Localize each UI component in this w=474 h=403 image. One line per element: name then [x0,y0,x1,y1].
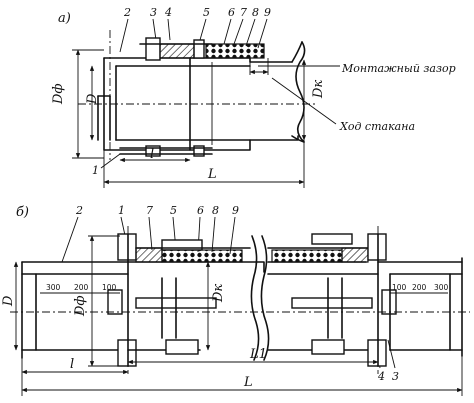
scale-left-0: 300 [46,283,61,292]
scale-left-2: 100 [102,283,117,292]
dim-b-Df: Dф [73,295,88,317]
note-assembly-gap: Монтажный зазор [341,62,456,75]
view-a: а) 2 3 4 5 6 7 8 9 1 [51,6,456,188]
dim-b-L1: L1 [249,347,267,362]
callout-2: 2 [123,6,131,19]
callout-5: 5 [203,6,210,19]
callout-9: 9 [264,6,271,19]
callout-4: 4 [164,6,172,19]
scale-right-0: 100 [392,283,407,292]
scale-right-2: 300 [434,283,449,292]
dim-a-Df: Dф [51,83,66,105]
callout-b-4: 4 [377,370,385,383]
view-a-dimensions: Dф D Dк l L [51,49,340,188]
view-a-label: а) [58,11,71,26]
dim-a-D: D [85,93,100,105]
view-b-dimensions: D Dф Dк l L1 L [1,235,463,396]
dim-b-Dk: Dк [211,284,226,303]
callout-b-6: 6 [197,204,204,217]
callout-b-8: 8 [212,204,219,217]
dim-b-L: L [243,375,253,390]
dim-b-D: D [1,295,16,307]
callout-b-2: 2 [75,204,83,217]
callout-b-7: 7 [146,204,153,217]
scale-left-1: 200 [74,283,89,292]
left-scale: 300 200 100 [40,283,120,294]
dim-b-l: l [70,357,74,372]
callout-b-9: 9 [232,204,239,217]
dim-a-L: L [207,167,217,182]
note-sleeve-travel: Ход стакана [339,120,415,133]
callout-b-1: 1 [118,204,125,217]
view-b: б) 2 1 7 5 6 8 9 4 3 [1,204,470,396]
dim-a-l: l [150,147,154,162]
callout-6: 6 [228,6,235,19]
callout-b-5: 5 [170,204,177,217]
callout-8: 8 [252,6,259,19]
scale-right-1: 200 [412,283,427,292]
callout-3: 3 [150,6,157,19]
view-a-callouts: 2 3 4 5 6 7 8 9 1 [92,6,271,177]
callout-7: 7 [240,6,247,19]
dim-a-Dk: Dк [311,80,326,99]
view-b-label: б) [16,205,29,220]
right-scale: 100 200 300 [390,283,449,294]
callout-b-3: 3 [392,370,399,383]
callout-1: 1 [92,164,99,177]
